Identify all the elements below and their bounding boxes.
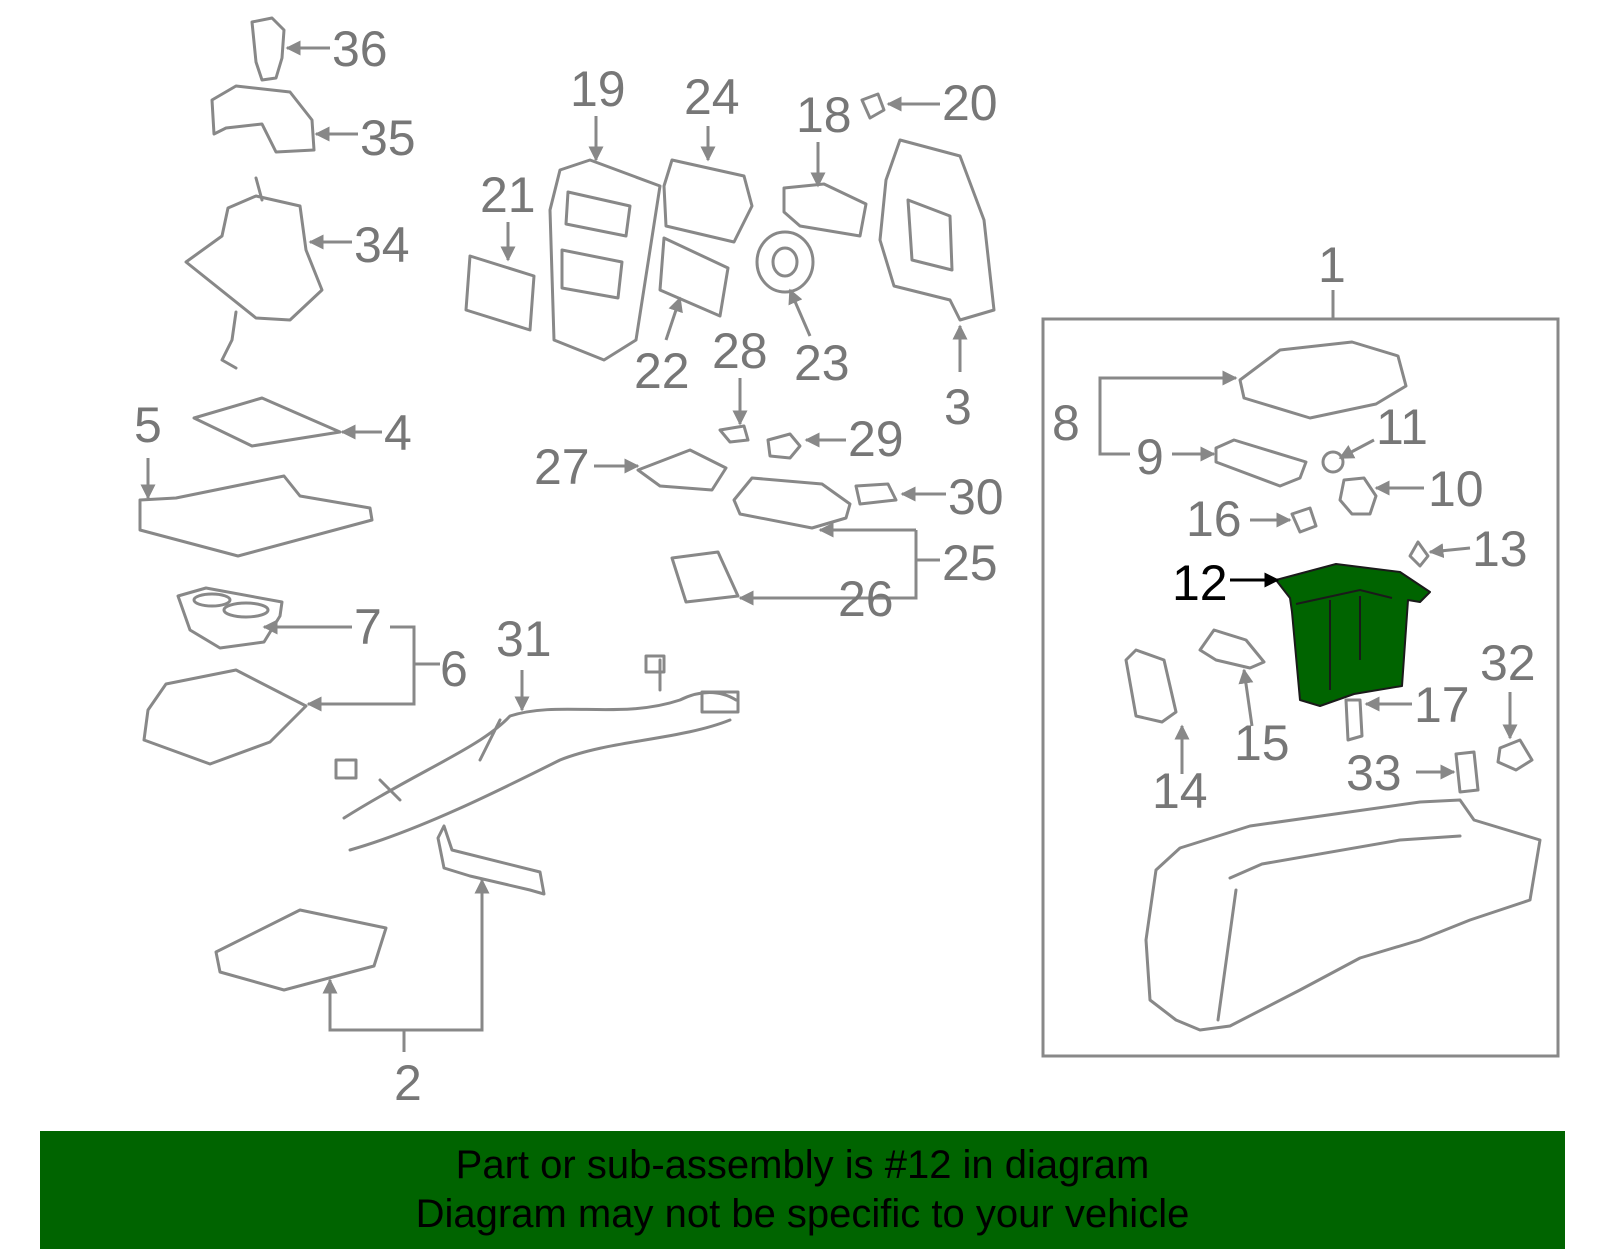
part-2-bracket-lower [214,908,388,992]
part-26-plate [670,550,740,604]
part-14-module [1124,648,1178,724]
callout-14: 14 [1152,763,1208,819]
callout-35: 35 [360,110,416,166]
part-13-bumper [1408,540,1430,568]
callout-10: 10 [1428,461,1484,517]
callout-32: 32 [1480,635,1536,691]
callout-13: 13 [1472,521,1528,577]
callout-26: 26 [838,571,894,627]
info-banner: Part or sub-assembly is #12 in diagram D… [40,1131,1565,1249]
callout-20: 20 [942,75,998,131]
callout-23: 23 [794,335,850,391]
callout-19: 19 [570,61,626,117]
part-27-tray [636,448,728,492]
part-17-plug [1344,698,1364,742]
callout-3: 3 [944,379,972,435]
part-4-trim-plate [192,396,342,448]
callout-8: 8 [1052,395,1080,451]
part-32-clip [1496,738,1534,772]
part-9-latch [1214,438,1308,488]
part-20-clip [860,92,886,120]
assembly-1-box [1041,317,1560,1058]
callout-7: 7 [354,599,382,655]
callout-6: 6 [440,641,468,697]
part-19-panel [548,158,662,362]
part-5-bezel [138,474,374,558]
part-31-wiring-harness [334,654,740,852]
part-29-clip [766,432,802,460]
callout-31: 31 [496,611,552,667]
callout-12-highlighted: 12 [1172,555,1228,611]
callout-5: 5 [134,397,162,453]
banner-line-2: Diagram may not be specific to your vehi… [415,1192,1190,1236]
part-24-control [662,158,754,244]
callout-18: 18 [796,87,852,143]
part-15-bracket [1198,628,1266,670]
part-21-panel [464,254,536,332]
callout-16: 16 [1186,491,1242,547]
part-3-bracket [878,138,996,322]
part-18-switch [782,182,868,238]
callout-28: 28 [712,323,768,379]
part-28-clip [718,424,750,444]
callout-24: 24 [684,69,740,125]
callout-30: 30 [948,469,1004,525]
callout-22: 22 [634,343,690,399]
callout-2: 2 [394,1055,422,1111]
part-7-cup-holder [176,586,284,650]
part-1-console-body [1144,798,1542,1032]
callout-33: 33 [1346,745,1402,801]
part-34-shifter [184,176,324,370]
part-16-clip [1290,506,1318,534]
callout-4: 4 [384,405,412,461]
callout-15: 15 [1234,715,1290,771]
callout-29: 29 [848,411,904,467]
callout-21: 21 [480,167,536,223]
callout-11: 11 [1376,399,1428,455]
callout-34: 34 [354,217,410,273]
callout-9: 9 [1136,429,1164,485]
callout-27: 27 [534,439,590,495]
callout-36: 36 [332,21,388,77]
part-12-storage-bin [1275,563,1431,707]
part-11-clip [1321,450,1345,474]
part-23-speaker [755,230,815,294]
part-33-clip [1454,750,1480,794]
part-6-cup-holder-housing [142,668,308,766]
callout-25: 25 [942,535,998,591]
part-10-latch [1338,476,1378,516]
callout-1: 1 [1318,237,1346,293]
part-2-bracket-upper [436,824,546,896]
callout-17: 17 [1414,677,1470,733]
banner-line-1: Part or sub-assembly is #12 in diagram [455,1143,1150,1187]
part-30-socket [854,482,898,506]
part-36-shift-knob [250,16,286,82]
part-25-housing [732,476,852,530]
part-35-shift-boot [210,84,316,154]
part-8-armrest-lid [1238,340,1408,420]
part-22-bracket [658,236,730,318]
